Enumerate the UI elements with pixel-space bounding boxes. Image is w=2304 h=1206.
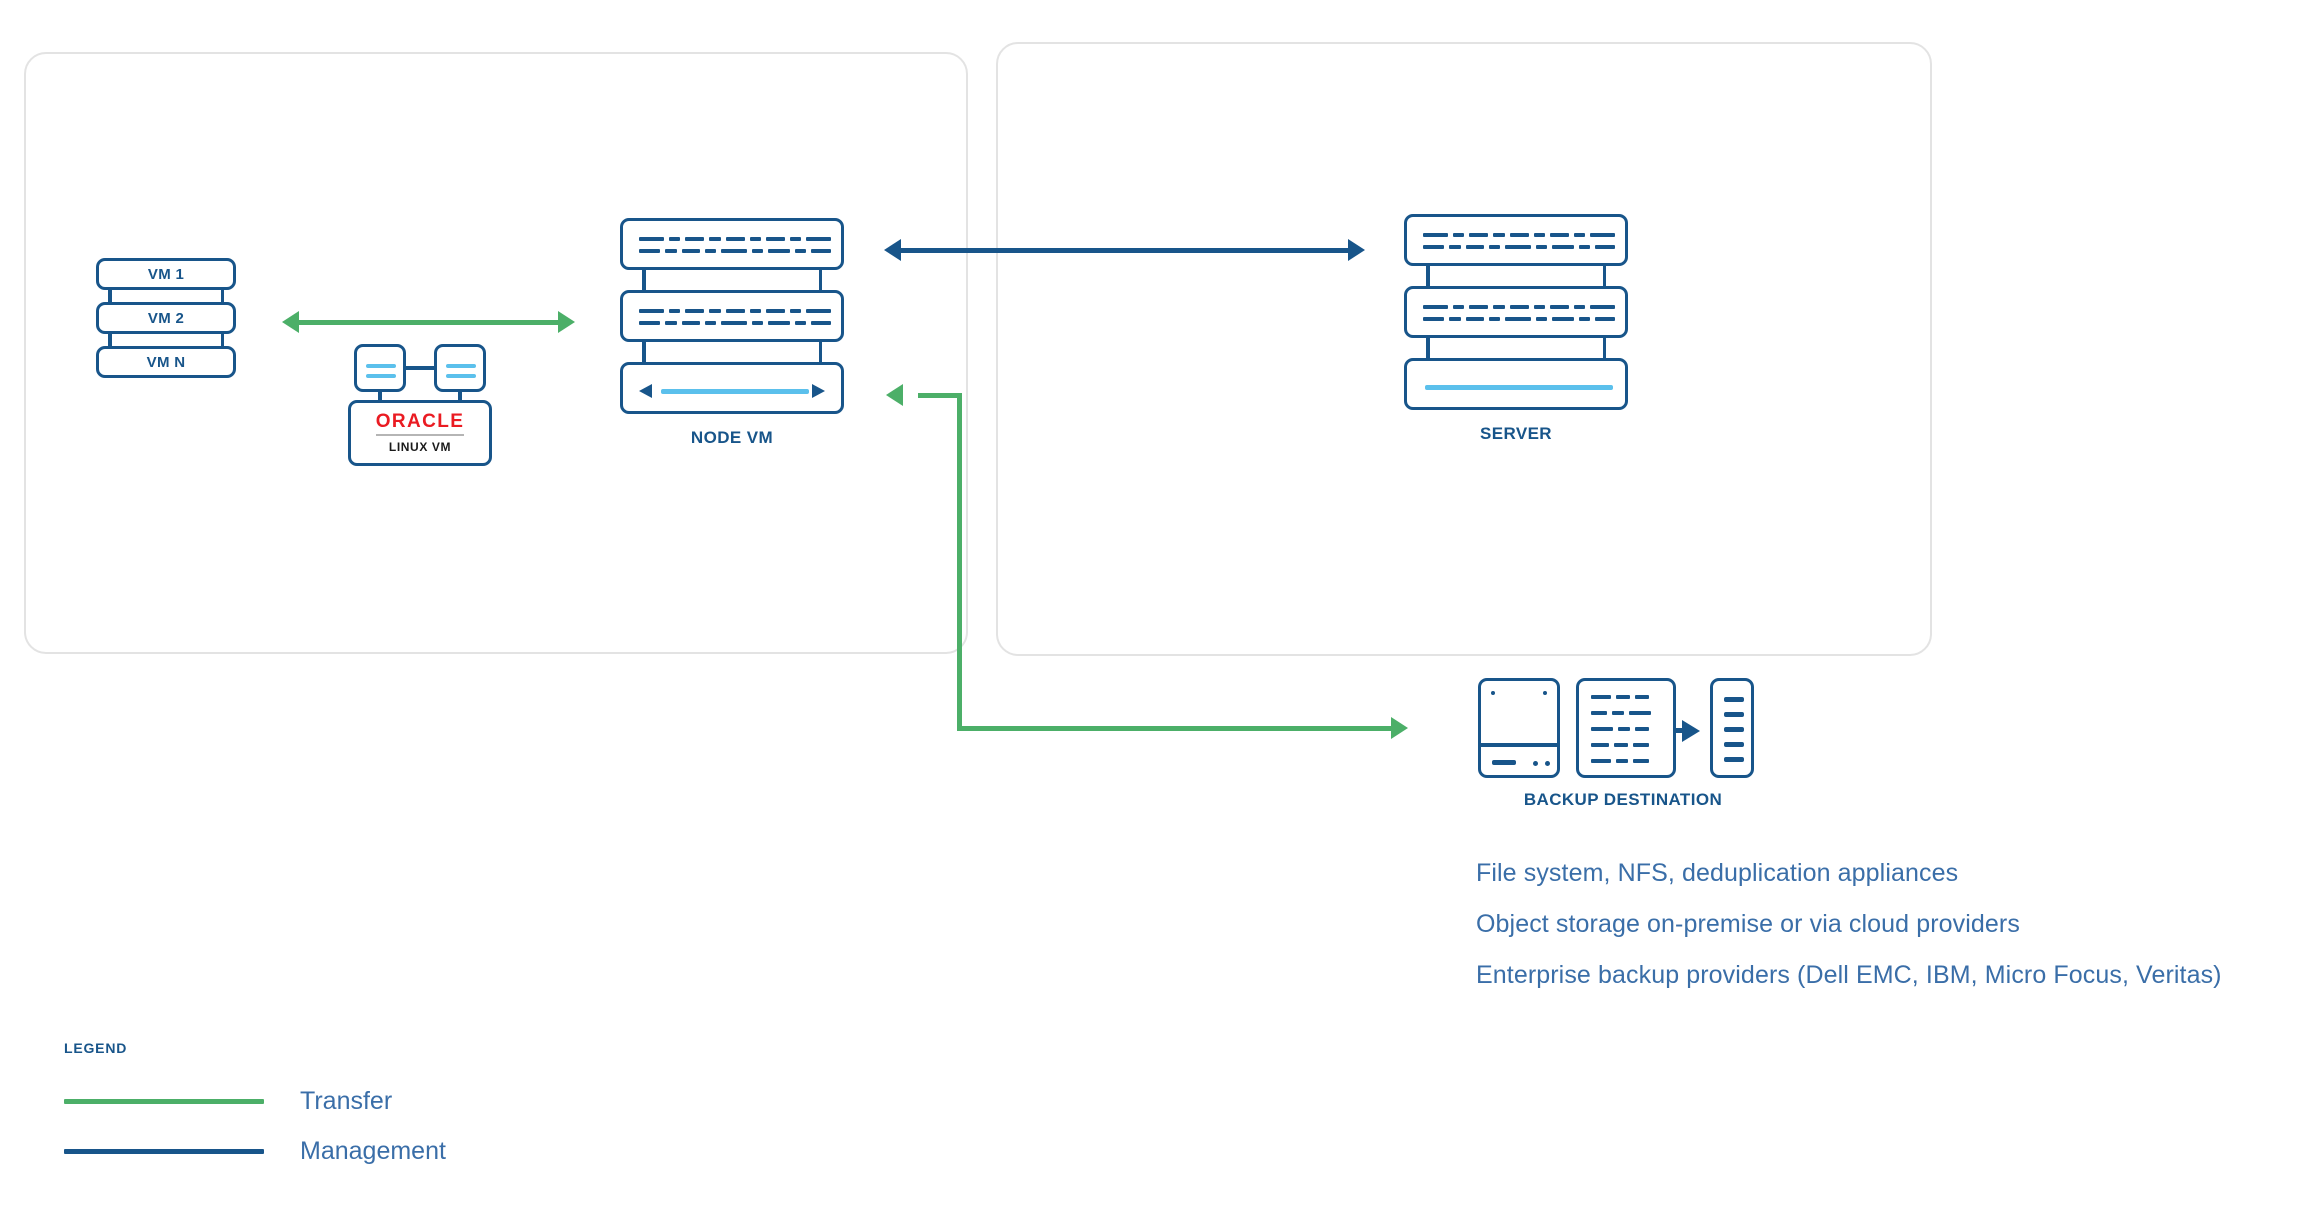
disk-dot bbox=[1545, 761, 1550, 766]
vm-box: VM 2 bbox=[96, 302, 236, 334]
arrowhead-right-icon bbox=[1391, 717, 1408, 739]
arrowhead-left-icon bbox=[282, 311, 299, 333]
rack-unit bbox=[1404, 286, 1628, 338]
oracle-connector bbox=[406, 366, 434, 370]
rack-connector bbox=[818, 268, 822, 290]
legend-title: LEGEND bbox=[64, 1040, 128, 1056]
oracle-node-bar bbox=[446, 374, 476, 378]
node-vm-label: NODE VM bbox=[690, 428, 774, 447]
rack-unit bbox=[620, 362, 844, 414]
legend-label: Transfer bbox=[300, 1086, 393, 1115]
rack-dash-row bbox=[1423, 245, 1615, 249]
tape-slot bbox=[1724, 727, 1744, 732]
disk-drive-icon bbox=[1478, 678, 1560, 778]
legend-swatch-management bbox=[64, 1148, 264, 1154]
rack-connector bbox=[1426, 264, 1430, 286]
transfer-link-segment bbox=[918, 393, 962, 398]
oracle-body-box: ORACLE LINUX VM bbox=[348, 400, 492, 466]
transfer-link-segment bbox=[957, 726, 1395, 731]
arrowhead-left-icon bbox=[639, 384, 652, 398]
legend-item-transfer: Transfer bbox=[64, 1076, 446, 1126]
rack-connector bbox=[642, 268, 646, 290]
rack-unit bbox=[620, 218, 844, 270]
arrowhead-left-icon bbox=[886, 384, 903, 406]
oracle-subtitle: LINUX VM bbox=[388, 440, 452, 454]
disk-dot bbox=[1491, 691, 1495, 695]
rack-dash-row bbox=[639, 249, 831, 253]
vm-connector bbox=[220, 332, 224, 348]
oracle-connector bbox=[458, 389, 462, 403]
rack-dash-row bbox=[639, 309, 832, 313]
tape-slot bbox=[1724, 697, 1744, 702]
management-link-nodevm-server bbox=[900, 248, 1350, 253]
rack-dash-row bbox=[1423, 233, 1616, 237]
backup-destination-descriptions: File system, NFS, deduplication applianc… bbox=[1476, 848, 2296, 1001]
data-store-icon bbox=[1576, 678, 1676, 778]
data-store-row bbox=[1591, 759, 1663, 763]
backup-destination-label: BACKUP DESTINATION bbox=[1523, 790, 1723, 809]
vm-connector bbox=[220, 288, 224, 304]
oracle-connector bbox=[378, 389, 382, 403]
server-icon bbox=[1404, 214, 1628, 410]
oracle-linux-vm-icon: ORACLE LINUX VM bbox=[348, 344, 492, 466]
disk-divider bbox=[1481, 743, 1557, 747]
data-store-row bbox=[1591, 711, 1663, 715]
rack-unit bbox=[1404, 214, 1628, 266]
arrowhead-right-icon bbox=[812, 384, 825, 398]
tape-slot bbox=[1724, 742, 1744, 747]
disk-dot bbox=[1543, 691, 1547, 695]
server-label: SERVER bbox=[1479, 424, 1552, 443]
rack-dash-row bbox=[1423, 305, 1616, 309]
rack-connector bbox=[1602, 336, 1606, 358]
legend-swatch-transfer bbox=[64, 1098, 264, 1104]
tape-library-icon bbox=[1710, 678, 1754, 778]
vm-box: VM N bbox=[96, 346, 236, 378]
node-vm-icon bbox=[620, 218, 844, 414]
arrowhead-right-icon bbox=[1682, 720, 1700, 742]
vm-stack: VM 1 VM 2 VM N bbox=[96, 258, 236, 378]
data-store-row bbox=[1591, 743, 1663, 747]
tape-slot bbox=[1724, 712, 1744, 717]
legend: LEGEND Transfer Management bbox=[64, 1040, 446, 1176]
oracle-node-box bbox=[434, 344, 486, 392]
rack-connector bbox=[1602, 264, 1606, 286]
vm-connector bbox=[108, 288, 112, 304]
legend-label: Management bbox=[300, 1136, 446, 1165]
oracle-logo: ORACLE bbox=[375, 411, 465, 432]
arrowhead-right-icon bbox=[558, 311, 575, 333]
vm-box: VM 1 bbox=[96, 258, 236, 290]
rack-dash-row bbox=[639, 321, 831, 325]
disk-slot bbox=[1492, 760, 1516, 765]
description-line: Enterprise backup providers (Dell EMC, I… bbox=[1476, 961, 2222, 989]
rack-connector bbox=[1426, 336, 1430, 358]
oracle-node-bar bbox=[366, 374, 396, 378]
legend-item-management: Management bbox=[64, 1126, 446, 1176]
backup-destination-icon bbox=[1478, 678, 1768, 778]
rack-connector bbox=[818, 340, 822, 362]
oracle-node-box bbox=[354, 344, 406, 392]
description-line: Object storage on-premise or via cloud p… bbox=[1476, 910, 2020, 938]
arrowhead-left-icon bbox=[884, 239, 901, 261]
oracle-divider bbox=[376, 434, 464, 436]
arrow-stem bbox=[1676, 728, 1684, 733]
disk-dot bbox=[1533, 761, 1538, 766]
transfer-link-segment bbox=[957, 393, 962, 731]
data-store-row bbox=[1591, 695, 1663, 699]
vm-connector bbox=[108, 332, 112, 348]
rack-io-bar bbox=[1425, 385, 1613, 390]
rack-unit bbox=[1404, 358, 1628, 410]
rack-connector bbox=[642, 340, 646, 362]
data-store-row bbox=[1591, 727, 1663, 731]
tape-slot bbox=[1724, 757, 1744, 762]
arrowhead-right-icon bbox=[1348, 239, 1365, 261]
oracle-node-bar bbox=[446, 364, 476, 368]
panel-backup-server-host bbox=[996, 42, 1932, 656]
description-line: File system, NFS, deduplication applianc… bbox=[1476, 859, 1959, 887]
rack-io-bar bbox=[661, 389, 809, 394]
rack-dash-row bbox=[639, 237, 832, 241]
oracle-node-bar bbox=[366, 364, 396, 368]
rack-unit bbox=[620, 290, 844, 342]
transfer-link-vmstack-oraclevm bbox=[298, 320, 560, 325]
rack-dash-row bbox=[1423, 317, 1615, 321]
